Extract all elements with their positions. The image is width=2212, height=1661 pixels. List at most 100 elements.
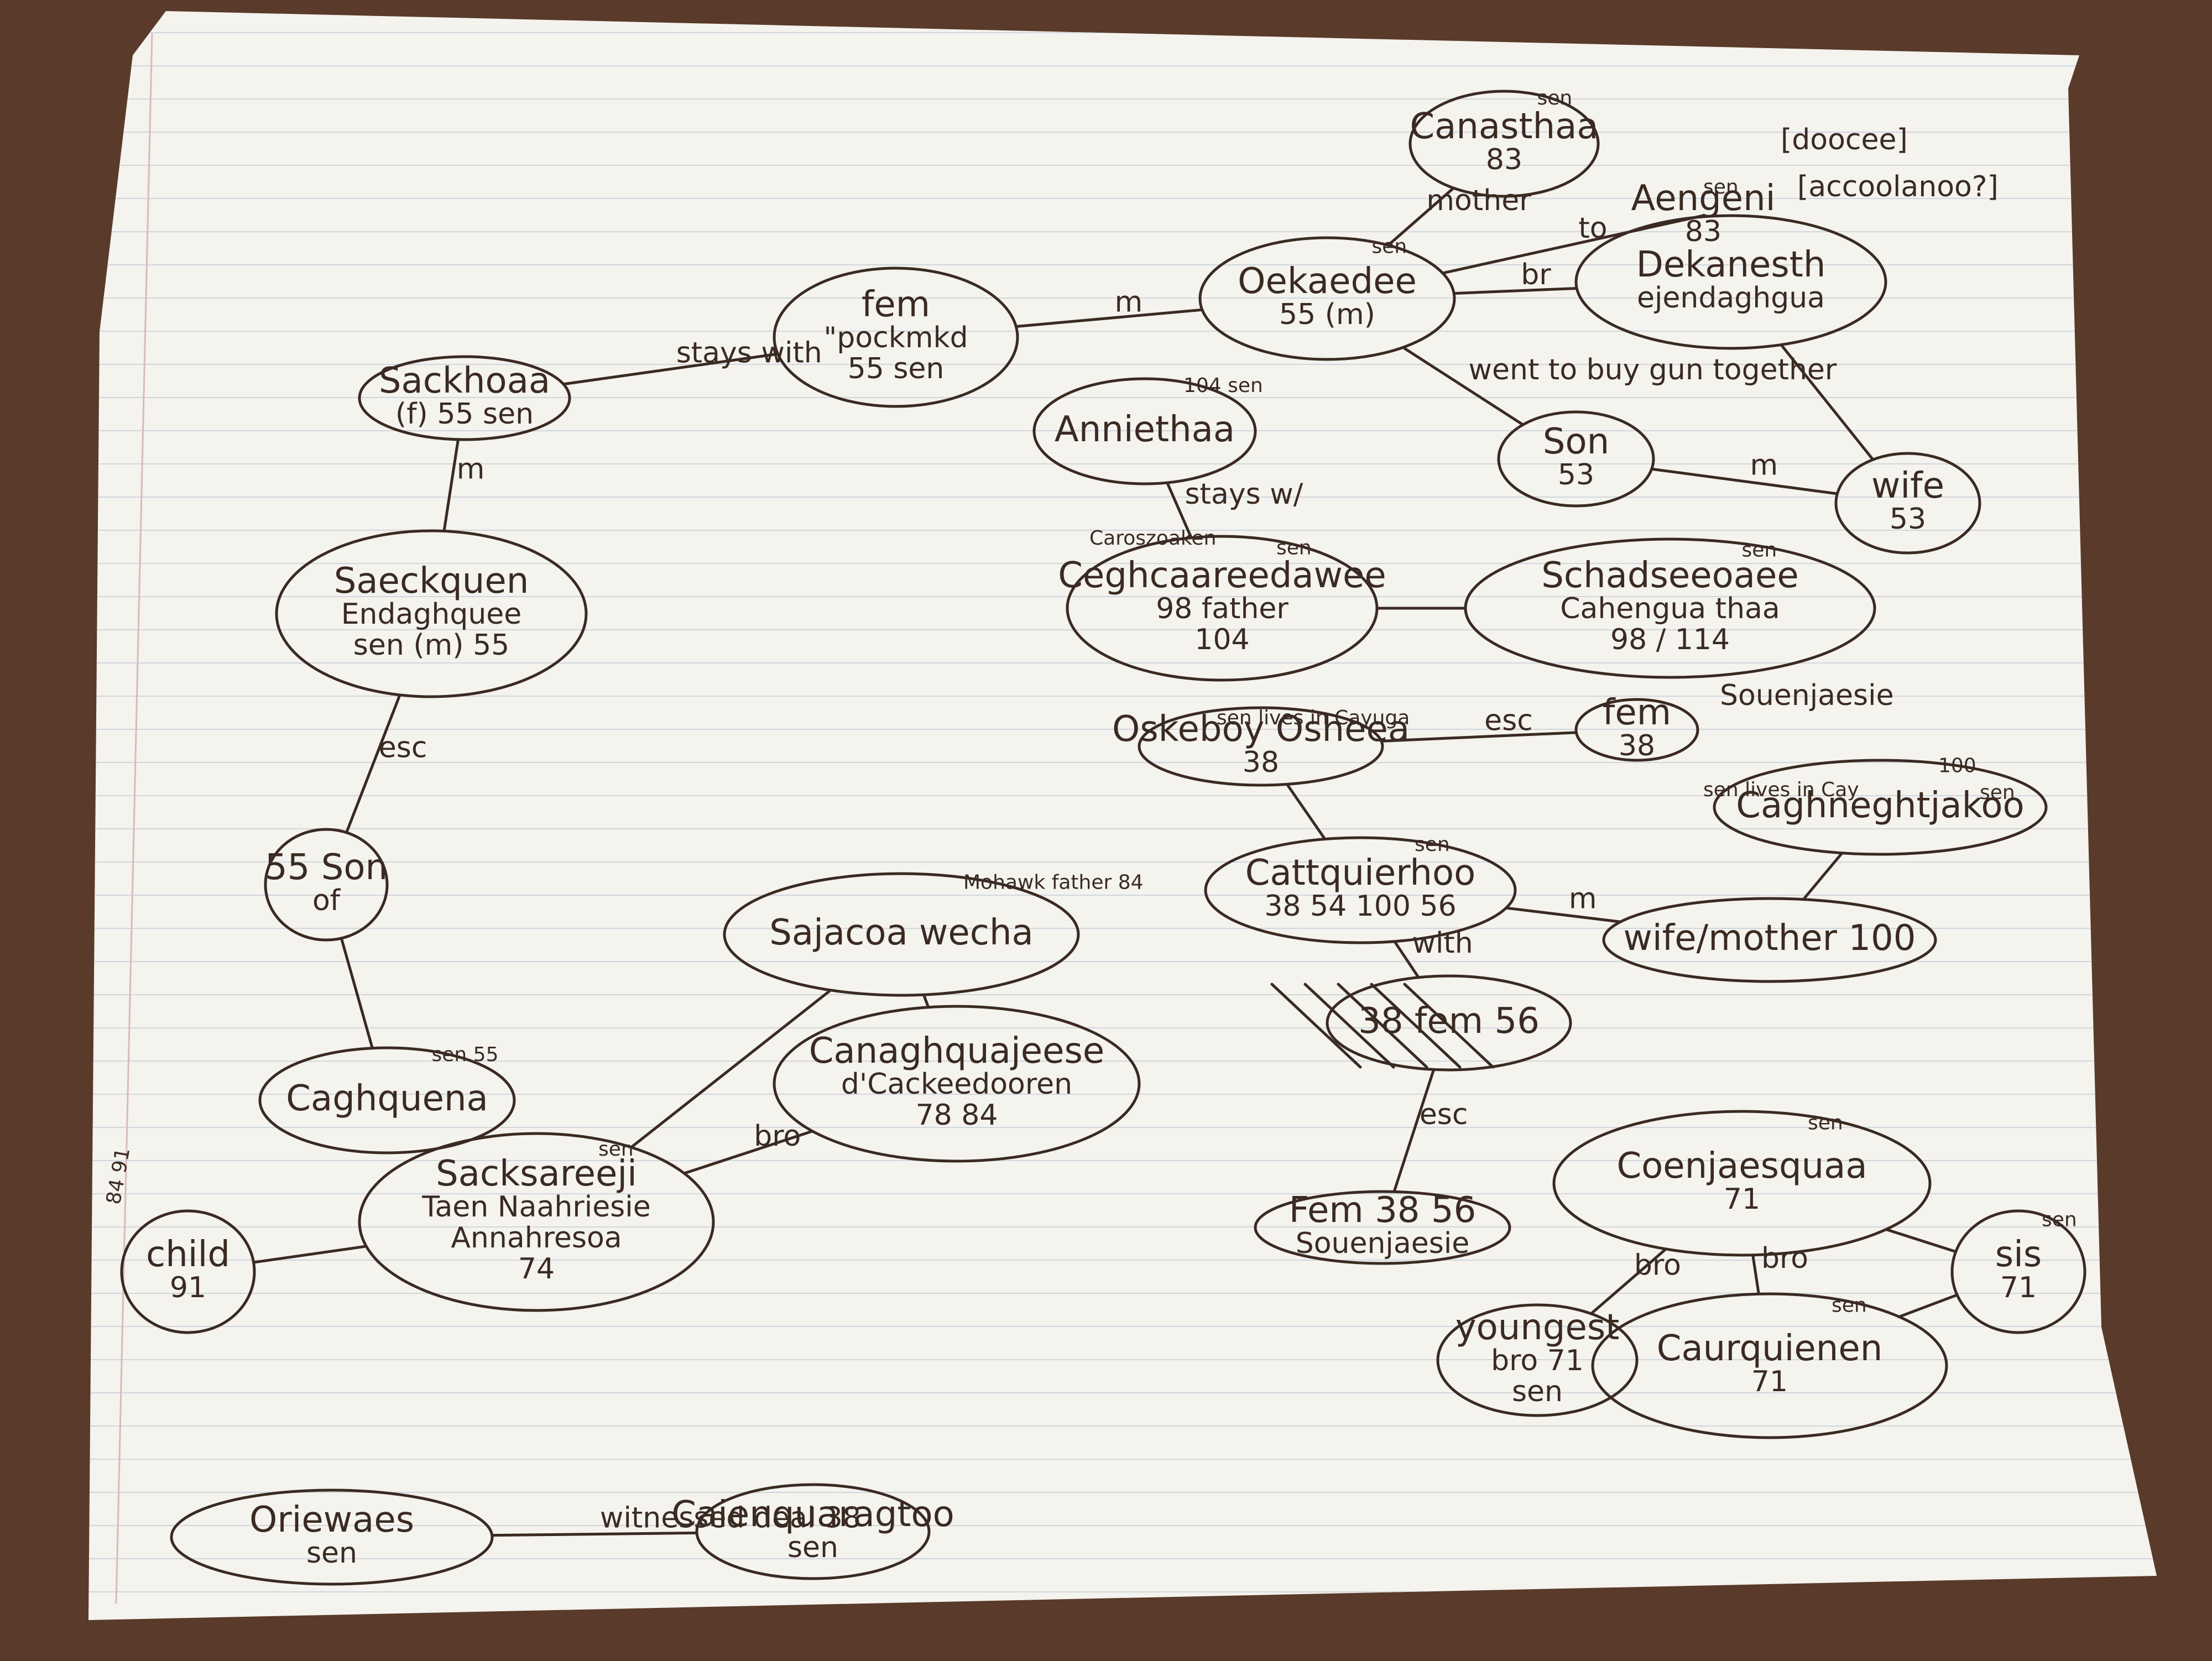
- node-label: 71: [1751, 1365, 1788, 1398]
- nodes-layer: senCanasthaa83senAengeni83Dekanesthejend…: [120, 87, 2086, 1586]
- node-label: 98 / 114: [1610, 623, 1730, 656]
- node-ellipse: [1204, 836, 1517, 944]
- node-ellipse: [1834, 452, 1981, 555]
- cross-out-stroke: [1337, 983, 1428, 1069]
- node-label: Coenjaesquaa: [1616, 1146, 1867, 1187]
- node-label: Canaghquajeese: [809, 1031, 1105, 1072]
- edge-son53-wife53: [1650, 467, 1839, 495]
- cross-out-stroke: [1403, 983, 1495, 1069]
- cross-out-stroke: [1370, 983, 1462, 1069]
- node-tag: sen: [1276, 537, 1312, 560]
- node-ellipse: [1602, 897, 1937, 983]
- node-tag: sen: [1372, 236, 1407, 258]
- edge-dekanesth-wife53: [1780, 343, 1875, 461]
- node-ellipse: [1591, 1292, 1948, 1439]
- node-label: 83: [1486, 143, 1522, 176]
- node-ellipse: [723, 872, 1080, 997]
- node-ellipse: [1497, 410, 1655, 508]
- node-label: 91: [170, 1271, 206, 1304]
- node-tag: sen 55: [432, 1043, 499, 1066]
- edge-sajacoa-sacksareeji: [629, 989, 832, 1149]
- edge-label: with: [1412, 927, 1473, 960]
- node-tag: sen: [1537, 87, 1573, 109]
- node-label: wife/mother 100: [1624, 918, 1916, 959]
- node-label: Taen Naahriesie: [421, 1190, 650, 1224]
- edge-cattquierhoo-femcrossed: [1393, 940, 1420, 979]
- annotation-bracket-doocee: [doocee]: [1781, 123, 1908, 156]
- node-ellipse: [1066, 535, 1379, 682]
- edge-cattquierhoo-wifemother: [1505, 906, 1622, 923]
- node-label: 55 (m): [1279, 298, 1375, 331]
- annotation-souenjaesie: Souenjaesie: [1720, 679, 1894, 712]
- node-label: sen (m) 55: [353, 629, 510, 662]
- node-ellipse: [1464, 537, 1876, 679]
- node-label: Dekanesth: [1636, 244, 1826, 285]
- node-label: sen: [1512, 1375, 1563, 1408]
- node-label: Cahengua thaa: [1560, 592, 1780, 625]
- edge-label: to: [1578, 212, 1607, 245]
- node-label: Sajacoa wecha: [769, 912, 1033, 953]
- node-label: 83: [1685, 215, 1721, 248]
- node-label: Oriewaes: [249, 1500, 414, 1540]
- edge-label: bro: [754, 1120, 801, 1153]
- node-tag: 104 sen: [1183, 374, 1263, 397]
- node-ellipse: [1254, 1190, 1511, 1265]
- node-label: fem: [862, 284, 930, 325]
- edge-sackhoaa-sacquen: [442, 438, 460, 533]
- edge-label: m: [1569, 882, 1597, 916]
- node-tag: 100: [1938, 754, 1976, 777]
- edge-label: mother: [1426, 184, 1531, 217]
- node-label: Sacksareeji: [436, 1153, 637, 1194]
- edge-femcrossed-souenjaesie2: [1392, 1068, 1436, 1193]
- node-tag: Mohawk father 84: [963, 871, 1144, 894]
- edge-label: esc: [1484, 704, 1533, 738]
- cross-out-stroke: [1303, 983, 1395, 1069]
- node-ellipse: [1138, 706, 1384, 787]
- edge-sacquen-son_of: [345, 693, 401, 834]
- node-label: 55 Son: [265, 847, 388, 888]
- node-label: child: [146, 1234, 230, 1275]
- node-label: fem: [1603, 692, 1671, 733]
- edge-son_of-caghquena: [340, 937, 374, 1050]
- edge-label: br: [1521, 258, 1551, 291]
- node-ellipse: [358, 355, 571, 441]
- node-ellipse: [1032, 377, 1257, 485]
- node-label: Souenjaesie: [1296, 1227, 1470, 1260]
- node-tag: sen: [1415, 833, 1450, 856]
- node-label: Caghquena: [286, 1078, 488, 1119]
- node-label: Oskeboy Osheea: [1112, 709, 1410, 750]
- node-ellipse: [258, 1046, 516, 1155]
- edge-oekaedee-dekanesth: [1452, 286, 1578, 295]
- node-ellipse: [1552, 1110, 1932, 1257]
- node-ellipse: [1574, 214, 1887, 350]
- edge-label: stays w/: [1185, 478, 1303, 511]
- edge-coenjaesquaa-youngest: [1589, 1247, 1668, 1315]
- edge-oskeboy-fem38: [1380, 731, 1578, 743]
- node-caghquena: sen 55 Caghquena: [258, 1043, 516, 1155]
- node-label: 78 84: [916, 1099, 998, 1132]
- edge-label: bro: [1761, 1242, 1808, 1275]
- edge-fem_pockmkd-oekaedee: [1014, 308, 1204, 328]
- node-femcrossed: 38 fem 56: [1326, 974, 1572, 1072]
- node-label: Annahresoa: [451, 1221, 622, 1255]
- node-label: d'Cackeedooren: [841, 1068, 1072, 1101]
- node-label: 104: [1194, 623, 1249, 656]
- edge-sackhoaa-fem_pockmkd: [562, 352, 779, 386]
- edge-caghneght-wifemother: [1802, 852, 1844, 901]
- edge-oekaedee-son53: [1401, 346, 1525, 426]
- node-label: Saeckquen: [334, 561, 529, 602]
- edge-sacksareeji-canagh: [682, 1130, 814, 1175]
- node-sackhoaa: Sackhoaa(f) 55 sen: [358, 355, 571, 441]
- annotation-sen: sen: [1980, 781, 2015, 804]
